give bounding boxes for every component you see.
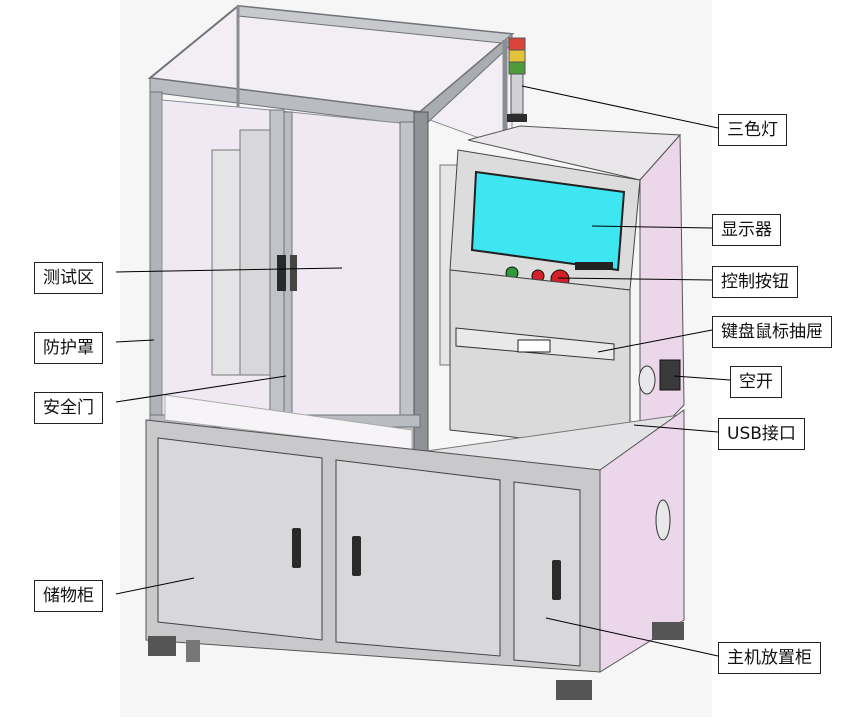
leader-lines — [115, 85, 731, 657]
label-tri-color-light: 三色灯 — [718, 114, 787, 146]
display-housing — [449, 125, 685, 452]
label-host-cabinet: 主机放置柜 — [718, 642, 821, 674]
label-storage-cabinet: 储物柜 — [34, 580, 103, 612]
tri-color-light — [507, 37, 527, 122]
display-screen — [470, 170, 626, 272]
label-keyboard-drawer: 键盘鼠标抽屉 — [712, 316, 832, 348]
label-air-switch: 空开 — [730, 366, 782, 398]
protective-cover — [147, 4, 515, 453]
label-usb-port: USB接口 — [718, 418, 805, 450]
label-control-buttons: 控制按钮 — [712, 266, 798, 298]
label-protective-cover: 防护罩 — [34, 332, 103, 364]
label-safety-door: 安全门 — [34, 392, 103, 424]
cabinet — [145, 359, 685, 700]
label-display: 显示器 — [712, 214, 781, 246]
label-test-area: 测试区 — [34, 262, 103, 294]
